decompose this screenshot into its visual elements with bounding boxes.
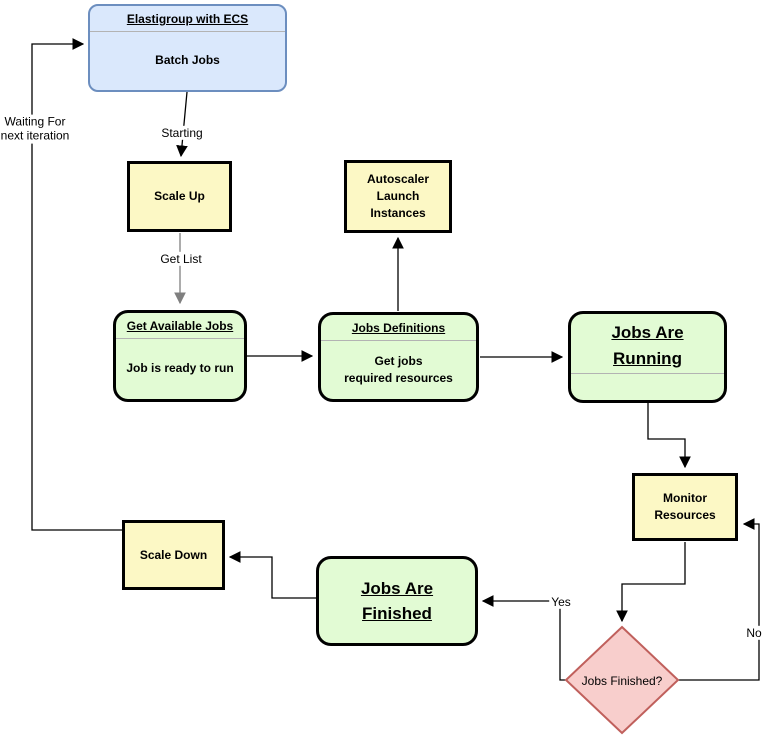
node-scale-up: Scale Up — [127, 161, 232, 232]
edge-running-to-monitor — [647, 403, 691, 469]
node-jobs-are-running-title: Jobs Are Running — [571, 314, 724, 374]
edge-finished-to-scaledown — [228, 551, 316, 599]
node-elastigroup-body: Batch Jobs — [155, 53, 220, 68]
node-jobs-are-finished: Jobs Are Finished — [316, 556, 478, 646]
node-jobs-definitions-title: Jobs Definitions — [321, 315, 476, 341]
edge-starting — [176, 91, 188, 158]
node-autoscaler-launch-instances: Autoscaler Launch Instances — [344, 160, 452, 233]
decision-jobs-finished-shape — [564, 625, 680, 735]
edge-no-loop — [678, 518, 760, 681]
node-jobs-definitions-body: Get jobs required resources — [344, 353, 453, 385]
edge-label-starting: Starting — [159, 125, 205, 141]
decision-jobs-finished-label: Jobs Finished? — [581, 674, 663, 688]
node-get-available-jobs: Get Available Jobs Job is ready to run — [113, 310, 247, 402]
node-get-available-jobs-title: Get Available Jobs — [116, 313, 244, 339]
edge-label-yes: Yes — [549, 594, 573, 610]
node-monitor-resources: Monitor Resources — [632, 473, 738, 541]
edge-label-waiting-for-next-iteration: Waiting For next iteration — [0, 114, 72, 144]
node-get-available-jobs-body: Job is ready to run — [126, 361, 234, 376]
node-jobs-definitions: Jobs Definitions Get jobs required resou… — [318, 312, 479, 402]
node-elastigroup-title: Elastigroup with ECS — [90, 6, 285, 32]
edge-waiting-loop — [31, 38, 122, 531]
edge-label-get-list: Get List — [158, 251, 204, 267]
edge-yes — [481, 595, 566, 681]
node-scale-down: Scale Down — [122, 520, 225, 590]
node-jobs-are-running-body — [571, 374, 724, 400]
node-elastigroup-with-ecs: Elastigroup with ECS Batch Jobs — [88, 4, 287, 92]
edge-monitor-to-decision — [616, 542, 686, 623]
edge-label-no: No — [744, 625, 764, 641]
node-jobs-are-running: Jobs Are Running — [568, 311, 727, 403]
